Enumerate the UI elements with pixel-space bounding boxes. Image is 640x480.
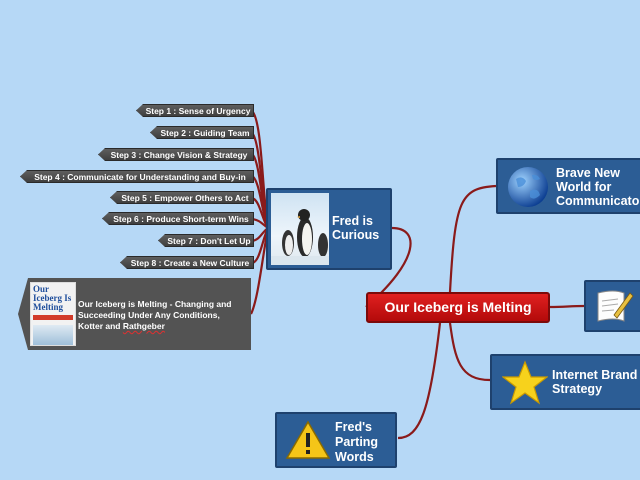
internet-brand-label: Internet Brand Strategy xyxy=(552,368,638,396)
step-2-topic[interactable]: Step 2 : Guiding Team xyxy=(150,126,254,139)
step-6-topic[interactable]: Step 6 : Produce Short-term Wins xyxy=(102,212,254,225)
globe-icon xyxy=(508,167,548,207)
step-4-label: Step 4 : Communicate for Understanding a… xyxy=(34,172,246,182)
step-7-label: Step 7 : Don't Let Up xyxy=(167,236,251,246)
book-author-1: Kotter xyxy=(78,321,104,331)
fred-curious-label: Fred is Curious xyxy=(332,214,380,242)
brave-new-world-topic[interactable]: Brave New World for Communicators xyxy=(496,158,640,214)
central-topic-label: Our Iceberg is Melting xyxy=(384,299,532,315)
book-description: Our Iceberg is Melting - Changing and Su… xyxy=(78,299,248,332)
step-7-topic[interactable]: Step 7 : Don't Let Up xyxy=(158,234,254,247)
step-8-topic[interactable]: Step 8 : Create a New Culture xyxy=(120,256,254,269)
internet-brand-topic[interactable]: Internet Brand Strategy xyxy=(490,354,640,410)
fred-curious-topic[interactable]: Fred is Curious xyxy=(266,188,392,270)
star-icon xyxy=(502,360,548,405)
book-author-join: and xyxy=(103,321,123,331)
book-cover-image: Our Iceberg Is Melting xyxy=(30,282,76,346)
book-author-2: Rathgeber xyxy=(122,321,165,331)
book-description-line-2: Succeeding Under Any Conditions, xyxy=(78,310,220,320)
step-8-label: Step 8 : Create a New Culture xyxy=(130,258,250,268)
book-topic[interactable]: Our Iceberg Is Melting Our Iceberg is Me… xyxy=(18,278,251,350)
penguin-icon xyxy=(271,209,329,265)
book-cover-title: Our Iceberg Is Melting xyxy=(33,284,72,312)
penguin-image xyxy=(271,193,329,265)
document-topic[interactable] xyxy=(584,280,640,332)
document-pen-icon xyxy=(597,290,634,322)
brave-new-world-label: Brave New World for Communicators xyxy=(556,166,640,208)
step-1-label: Step 1 : Sense of Urgency xyxy=(145,106,251,116)
book-description-line-1: Our Iceberg is Melting - Changing and xyxy=(78,299,232,309)
step-3-label: Step 3 : Change Vision & Strategy xyxy=(110,150,248,160)
step-4-topic[interactable]: Step 4 : Communicate for Understanding a… xyxy=(20,170,254,183)
step-5-label: Step 5 : Empower Others to Act xyxy=(121,193,249,203)
step-5-topic[interactable]: Step 5 : Empower Others to Act xyxy=(110,191,254,204)
warning-triangle-icon xyxy=(285,420,331,459)
fred-parting-label: Fred's Parting Words xyxy=(335,420,379,464)
central-topic[interactable]: Our Iceberg is Melting xyxy=(366,292,550,323)
step-2-label: Step 2 : Guiding Team xyxy=(160,128,250,138)
book-cover-band xyxy=(33,315,73,320)
book-description-line-3: Kotter and Rathgeber xyxy=(78,321,248,332)
step-6-label: Step 6 : Produce Short-term Wins xyxy=(113,214,249,224)
step-1-topic[interactable]: Step 1 : Sense of Urgency xyxy=(136,104,254,117)
fred-parting-topic[interactable]: Fred's Parting Words xyxy=(275,412,397,468)
step-3-topic[interactable]: Step 3 : Change Vision & Strategy xyxy=(98,148,254,161)
book-cover-art xyxy=(33,325,73,345)
